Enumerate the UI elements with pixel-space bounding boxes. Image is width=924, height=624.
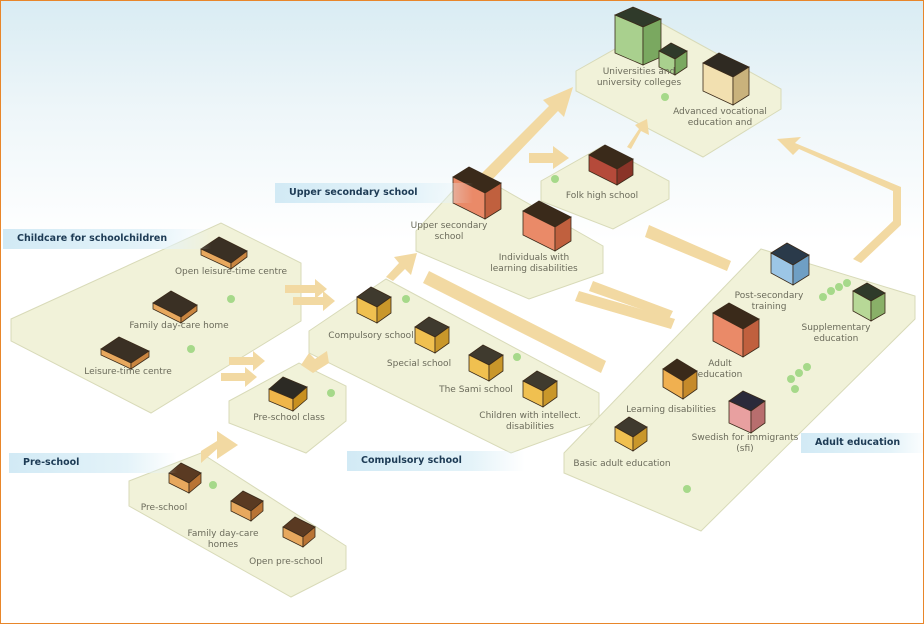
tree-icon — [683, 485, 691, 493]
label-learning-disab: Learning disabilities — [626, 405, 716, 415]
tree-icon — [402, 295, 410, 303]
label-compulsory: Compulsory school — [328, 331, 414, 341]
building-adult-ed — [712, 302, 760, 358]
label-special: Special school — [386, 359, 452, 369]
label-advanced-voc: Advanced vocational education and — [673, 107, 767, 128]
arrow-childcare-link-3 — [229, 351, 265, 371]
section-compulsory: Compulsory school — [347, 451, 525, 471]
label-universities: Universities and university colleges — [596, 67, 682, 88]
label-supplementary: Supplementary education — [801, 323, 871, 344]
university-platform — [575, 22, 782, 158]
arrow-folk-to-university — [627, 119, 649, 149]
building-compulsory-3 — [468, 344, 504, 382]
tree-icon — [795, 369, 803, 377]
tree-icon — [827, 287, 835, 295]
arrow-class-to-compulsory — [301, 351, 329, 373]
building-folk-high — [588, 144, 634, 186]
building-family-daycare — [152, 290, 198, 324]
tree-icon — [819, 293, 827, 301]
adult-platform — [563, 248, 916, 532]
building-compulsory-2 — [414, 316, 450, 354]
tree-icon — [803, 363, 811, 371]
tree-icon — [209, 481, 217, 489]
label-swedish-immigrants: Swedish for immigrants (sfi) — [691, 433, 799, 454]
section-upper-secondary: Upper secondary school — [275, 183, 473, 203]
tree-icon — [843, 279, 851, 287]
tree-icon — [835, 283, 843, 291]
tree-icon — [513, 353, 521, 361]
tree-icon — [551, 175, 559, 183]
label-upper-sec: Upper secondary school — [410, 221, 488, 242]
tree-icon — [791, 385, 799, 393]
building-compulsory-1 — [356, 286, 392, 324]
section-adult: Adult education — [801, 433, 923, 453]
building-university-2 — [658, 42, 688, 76]
building-learning-disab — [662, 358, 698, 400]
label-post-secondary: Post-secondary training — [734, 291, 804, 312]
label-preschool-class: Pre-school class — [253, 413, 325, 423]
arrow-compulsory-to-adult — [423, 271, 606, 373]
building-preschool-3 — [282, 516, 316, 548]
building-leisure-centre — [200, 236, 248, 270]
label-family-daycare: Family day-care home — [129, 321, 229, 331]
arrow-adult-to-university — [777, 137, 901, 263]
arrow-adult-to-compulsory-1 — [575, 291, 675, 329]
building-supplementary — [852, 282, 886, 322]
arrow-childcare-link-4 — [221, 367, 257, 387]
label-adult-ed: Adult education — [697, 359, 743, 380]
label-open-preschool: Open pre-school — [249, 557, 323, 567]
arrow-adult-to-upper — [645, 225, 731, 271]
arrow-preschool-to-class — [201, 431, 238, 463]
label-basic-adult: Basic adult education — [573, 459, 671, 469]
building-swedish-immigrants — [728, 390, 766, 434]
building-advanced-voc — [702, 52, 750, 106]
tree-icon — [187, 345, 195, 353]
building-university-1 — [614, 6, 662, 66]
building-preschool-1 — [168, 462, 202, 494]
tree-icon — [787, 375, 795, 383]
arrow-compulsory-to-upper — [386, 253, 417, 281]
arrow-upper-to-university — [479, 87, 573, 183]
label-upper-sec-disab: Individuals with learning disabilities — [490, 253, 578, 274]
label-family-daycare-homes: Family day-care homes — [187, 529, 259, 550]
arrow-upper-to-folk — [529, 146, 569, 169]
building-post-secondary — [770, 242, 810, 286]
label-children-disabilities: Children with intellect. disabilities — [479, 411, 581, 432]
tree-icon — [227, 295, 235, 303]
label-folk-high: Folk high school — [565, 191, 639, 201]
preschool-platform — [128, 452, 347, 598]
tree-icon — [661, 93, 669, 101]
arrow-childcare-link-1 — [293, 291, 335, 311]
label-leisure-time-centre: Leisure-time centre — [84, 367, 172, 377]
childcare-platform — [10, 222, 302, 414]
arrow-childcare-link-2 — [285, 279, 327, 299]
label-preschool: Pre-school — [140, 503, 188, 513]
building-compulsory-4 — [522, 370, 558, 408]
building-leisure-time-centre — [100, 336, 150, 370]
section-childcare: Childcare for schoolchildren — [3, 229, 211, 249]
label-sami: The Sami school — [439, 385, 513, 395]
building-basic-adult — [614, 416, 648, 452]
building-preschool-2 — [230, 490, 264, 522]
arrow-adult-to-compulsory-2 — [589, 281, 673, 319]
tree-icon — [327, 389, 335, 397]
label-leisure-centre: Open leisure-time centre — [174, 267, 288, 277]
building-upper-sec-2 — [522, 200, 572, 252]
building-preschool-class — [268, 376, 308, 412]
section-preschool: Pre-school — [9, 453, 177, 473]
